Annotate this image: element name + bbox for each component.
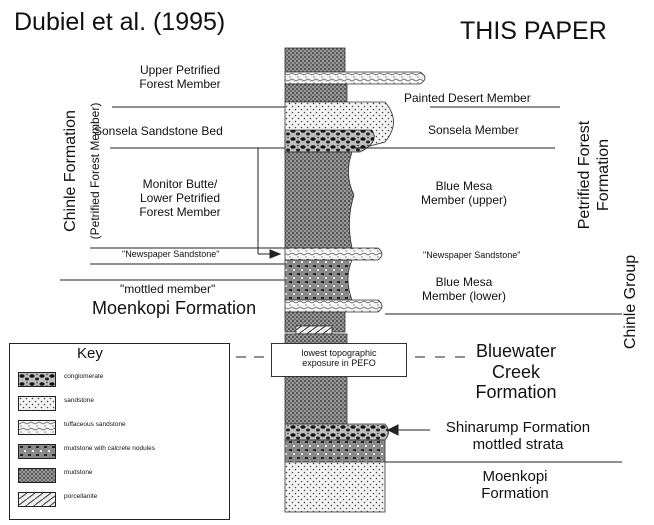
key-label-conglomerate: conglomerate (64, 373, 104, 380)
label-monitor-butte: Monitor Butte/ Lower Petrified Forest Me… (139, 177, 221, 219)
nodules-swatch-icon (18, 444, 56, 459)
label-painted-desert: Painted Desert Member (404, 91, 531, 105)
right-correlation-lines (236, 106, 622, 463)
header-left: Dubiel et al. (1995) (14, 8, 226, 36)
key-label-mudstone: mudstone (64, 469, 93, 476)
label-upper-petrified: Upper Petrified Forest Member (139, 63, 221, 91)
label-sonsela-bed: Sonsela Sandstone Bed (94, 124, 223, 138)
label-newspaper-right: "Newspaper Sandstone" (423, 250, 521, 260)
key-label-nodules: mudstone with calcrete nodules (64, 445, 156, 452)
tuffaceous-swatch-icon (18, 420, 56, 435)
layer-shinarump-conglomerate (284, 423, 389, 441)
layer-lower-sandstone-lens (284, 299, 383, 313)
label-mottled: "mottled member" (120, 282, 216, 296)
label-moenkopi-left: Moenkopi Formation (92, 298, 257, 318)
label-blue-mesa-upper: Blue Mesa Member (upper) (420, 179, 508, 207)
key-label-tuffaceous: tuffaceous sandstone (64, 421, 126, 428)
column (284, 47, 426, 513)
header-right: THIS PAPER (460, 17, 607, 45)
label-blue-mesa-lower: Blue Mesa Member (lower) (421, 275, 506, 303)
layer-newspaper-sandstone (284, 247, 383, 261)
left-correlation-lines (60, 106, 285, 281)
label-sonsela-member: Sonsela Member (428, 123, 519, 137)
label-shinarump: Shinarump Formation mottled strata (445, 419, 591, 454)
sandstone-swatch-icon (18, 396, 56, 411)
label-moenkopi-right: Moenkopi Formation (481, 468, 549, 503)
left-arrow (269, 249, 282, 259)
shinarump-arrow-head (386, 424, 399, 436)
label-bluewater: Bluewater Creek Formation (475, 341, 557, 403)
layer-blue-mesa-upper (284, 151, 355, 249)
key-label-porcellanite: porcellanite (64, 493, 98, 500)
layer-painted-desert-tongue (284, 71, 426, 85)
key-title: Key (77, 345, 103, 362)
label-chinle-group: Chinle Group (622, 254, 639, 350)
layer-moenkopi (284, 461, 386, 513)
lowest-exposure-box: lowest topographic exposure in PEFO (271, 343, 407, 377)
label-petrified-forest-member: (Petrified Forest Member) (88, 102, 102, 240)
mudstone-swatch-icon (18, 468, 56, 483)
label-chinle-formation: Chinle Formation (62, 110, 79, 232)
key-legend: Key conglomerate sandstone tuffaceous sa… (9, 343, 230, 520)
layer-top-mudstone (284, 47, 346, 73)
label-petrified-forest-formation: Petrified Forest Formation (576, 120, 612, 230)
layer-blue-mesa-lower (284, 259, 353, 301)
layer-mudstone-2 (284, 83, 348, 103)
layer-sonsela-conglomerate (284, 129, 375, 153)
label-newspaper-left: "Newspaper Sandstone" (122, 249, 220, 259)
porcellanite-swatch-icon (18, 492, 56, 507)
layer-mottled-strata (284, 439, 386, 463)
lowest-exposure-label: lowest topographic exposure in PEFO (301, 348, 377, 369)
layer-small-lens (295, 325, 333, 335)
key-label-sandstone: sandstone (64, 397, 94, 404)
conglomerate-swatch-icon (18, 372, 56, 387)
